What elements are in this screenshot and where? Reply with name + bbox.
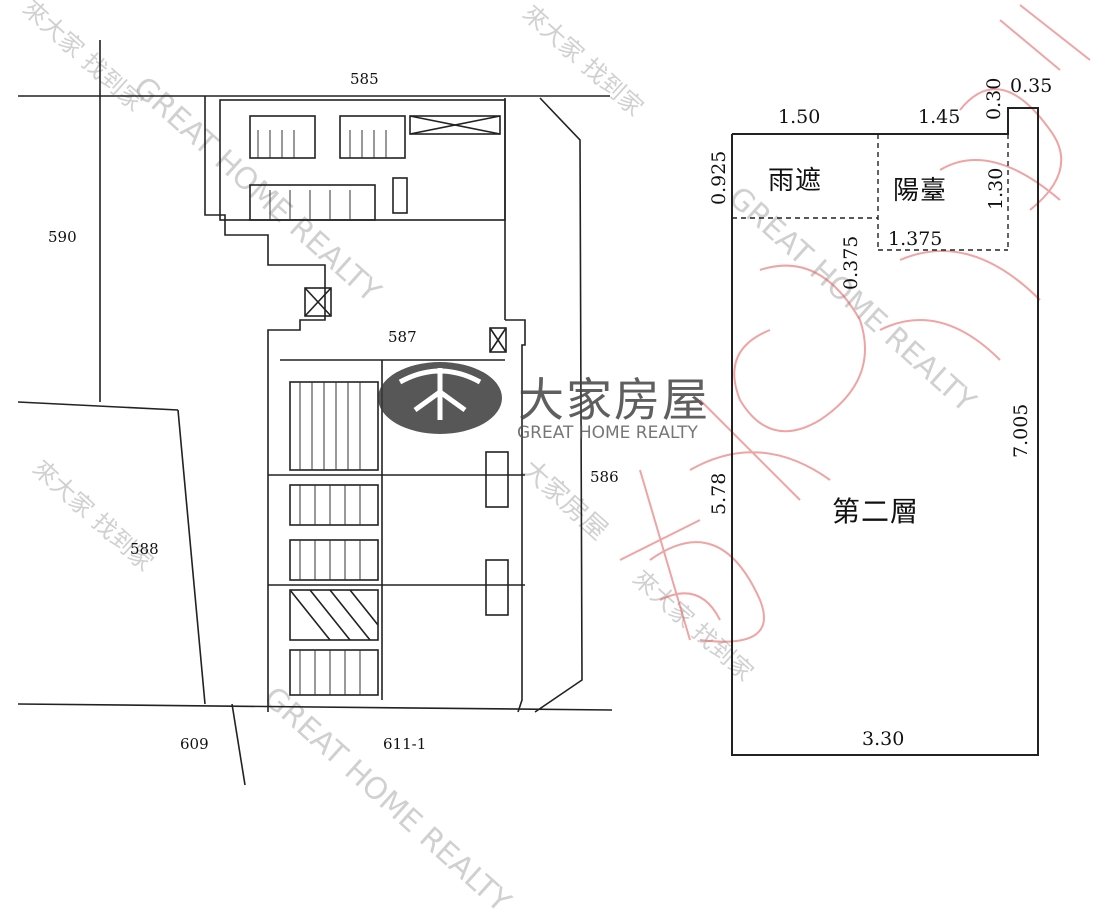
logo-chinese: 大家房屋 [518,373,710,427]
parking-stall-hatching [257,130,387,695]
dim-top-right: 0.35 [1010,75,1053,97]
balcony-dashed-lines [732,134,1009,251]
lot-label-south-left: 609 [180,735,209,753]
dim-bottom: 3.30 [862,728,905,750]
dim-balcony-depth: 1.30 [985,167,1007,210]
lot-label-west: 590 [48,228,77,246]
logo-english: GREAT HOME REALTY [517,423,698,443]
floor-title: 第二層 [832,495,920,528]
dim-balcony-step: 0.375 [840,235,862,290]
dim-right-side: 7.005 [1010,403,1032,458]
drawing-lines [17,4,1091,786]
logo-mark [378,362,502,434]
dim-top-small: 0.30 [983,77,1005,120]
room-label-balcony: 陽臺 [893,176,948,206]
dim-left-side: 5.78 [708,472,730,515]
floor-plan-diagram: GREAT HOME REALTY GREAT HOME REALTY GREA… [17,0,1091,920]
lot-label-center: 587 [388,328,417,346]
red-stamp-watermark [619,4,1091,643]
lot-label-south: 611-1 [383,735,427,753]
room-label-canopy: 雨遮 [768,166,823,196]
dim-top-left: 1.50 [778,106,821,128]
lot-label-east: 586 [590,468,619,486]
dim-balcony-width: 1.375 [888,228,943,250]
dim-left-top: 0.925 [708,150,730,205]
lot-label-southwest: 588 [130,540,159,558]
lot-label-north: 585 [350,70,379,88]
dim-top-mid: 1.45 [918,106,961,128]
